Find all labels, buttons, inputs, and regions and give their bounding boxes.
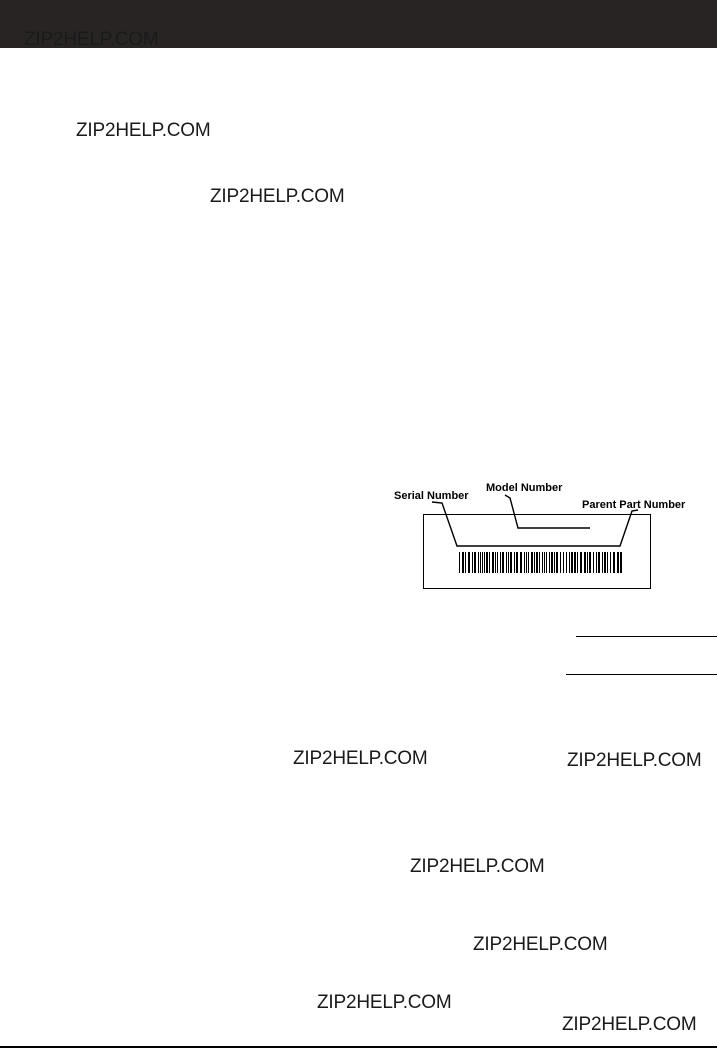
barcode-bar — [520, 552, 522, 573]
barcode-bar — [596, 552, 597, 573]
barcode-bar — [556, 552, 558, 573]
barcode-bar — [486, 552, 488, 573]
blank-line — [576, 636, 717, 637]
barcode-bar — [536, 552, 538, 573]
barcode-bar — [607, 552, 608, 573]
barcode-bar — [472, 552, 473, 573]
watermark-text: ZIP2HELP.COM — [562, 1014, 697, 1035]
barcode-bar — [587, 552, 588, 573]
parent-part-number-label: Parent Part Number — [582, 499, 686, 511]
page-bottom-rule — [0, 1046, 717, 1048]
product-label-box — [423, 514, 651, 589]
barcode-bar — [502, 552, 504, 573]
barcode-bar — [549, 552, 550, 573]
barcode-bar — [524, 552, 525, 573]
parent-part-number-leader — [535, 509, 639, 547]
watermark-text: ZIP2HELP.COM — [24, 29, 159, 50]
model-number-label: Model Number — [486, 482, 563, 494]
barcode-bar — [497, 552, 498, 573]
watermark-text: ZIP2HELP.COM — [76, 120, 211, 141]
barcode-bar — [566, 552, 567, 573]
barcode-bar — [516, 552, 518, 573]
barcode-bar — [478, 552, 479, 573]
barcode-bar — [492, 552, 494, 573]
barcode-bar — [534, 552, 535, 573]
barcode-bar — [482, 552, 483, 573]
watermark-text: ZIP2HELP.COM — [293, 748, 428, 769]
serial-number-label: Serial Number — [394, 490, 469, 502]
model-number-leader — [504, 494, 590, 529]
watermark-text: ZIP2HELP.COM — [317, 992, 452, 1013]
serial-number-leader — [431, 501, 535, 547]
barcode-bar — [560, 552, 561, 573]
barcode-bar — [500, 552, 501, 573]
barcode-bar — [610, 552, 611, 573]
barcode-bar — [602, 552, 603, 573]
barcode-bar — [574, 552, 576, 573]
barcode — [459, 552, 622, 573]
barcode-bar — [577, 552, 578, 573]
barcode-bar — [459, 552, 460, 573]
barcode-bar — [528, 552, 529, 573]
barcode-bar — [539, 552, 540, 573]
barcode-bar — [465, 552, 466, 573]
product-label-diagram: Serial Number Model Number Parent Part N… — [394, 482, 686, 573]
barcode-bar — [584, 552, 586, 573]
barcode-bar — [489, 552, 490, 573]
barcode-bar — [542, 552, 543, 573]
barcode-bar — [546, 552, 547, 573]
barcode-bar — [508, 552, 509, 573]
barcode-bar — [526, 552, 527, 573]
watermark-text: ZIP2HELP.COM — [410, 856, 545, 877]
barcode-bar — [474, 552, 476, 573]
watermark-text: ZIP2HELP.COM — [567, 750, 702, 771]
barcode-bar — [617, 552, 619, 573]
barcode-bar — [593, 552, 594, 573]
barcode-bar — [484, 552, 485, 573]
barcode-bar — [510, 552, 512, 573]
barcode-bar — [569, 552, 570, 573]
blank-line — [566, 674, 717, 675]
barcode-bar — [506, 552, 507, 573]
barcode-bar — [613, 552, 615, 573]
barcode-bar — [580, 552, 582, 573]
barcode-bar — [571, 552, 573, 573]
watermark-text: ZIP2HELP.COM — [473, 934, 608, 955]
barcode-bar — [468, 552, 470, 573]
watermark-text: ZIP2HELP.COM — [210, 186, 345, 207]
barcode-bar — [551, 552, 553, 573]
barcode-bar — [544, 552, 545, 573]
barcode-bar — [531, 552, 533, 573]
barcode-bar — [514, 552, 515, 573]
barcode-bar — [554, 552, 555, 573]
barcode-bar — [495, 552, 496, 573]
barcode-bar — [589, 552, 591, 573]
barcode-bar — [620, 552, 622, 573]
barcode-bar — [563, 552, 564, 573]
barcode-bar — [604, 552, 606, 573]
barcode-bar — [480, 552, 481, 573]
barcode-bar — [598, 552, 600, 573]
header-bar — [0, 0, 717, 48]
barcode-bar — [462, 552, 464, 573]
